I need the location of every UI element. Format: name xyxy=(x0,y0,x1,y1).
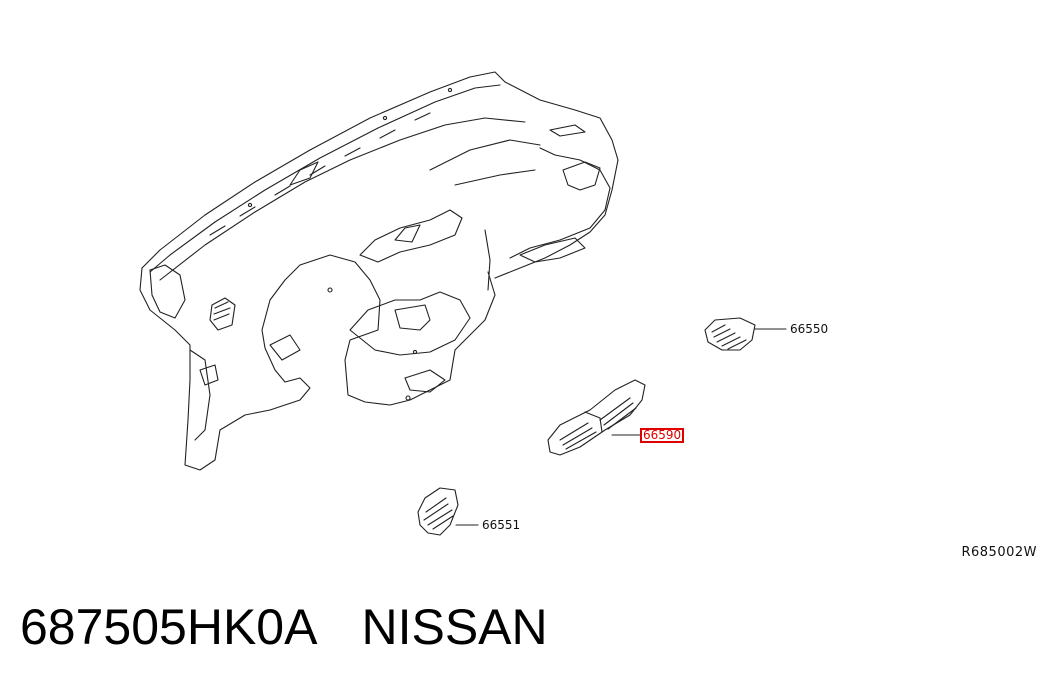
brand-name: NISSAN xyxy=(361,599,548,655)
part-caption: 687505HK0A NISSAN xyxy=(20,598,548,656)
vent-left-part xyxy=(417,487,459,536)
callout-66551: 66551 xyxy=(482,518,521,532)
instrument-panel-assembly xyxy=(139,71,619,471)
vent-right-part xyxy=(704,317,756,351)
callout-66590: 66590 xyxy=(640,428,685,443)
part-number: 687505HK0A xyxy=(20,599,318,655)
dashboard-parts-diagram xyxy=(139,71,787,536)
diagram-reference-code: R685002W xyxy=(961,545,1037,560)
callout-66550: 66550 xyxy=(790,322,829,336)
vent-center-part xyxy=(547,379,646,456)
